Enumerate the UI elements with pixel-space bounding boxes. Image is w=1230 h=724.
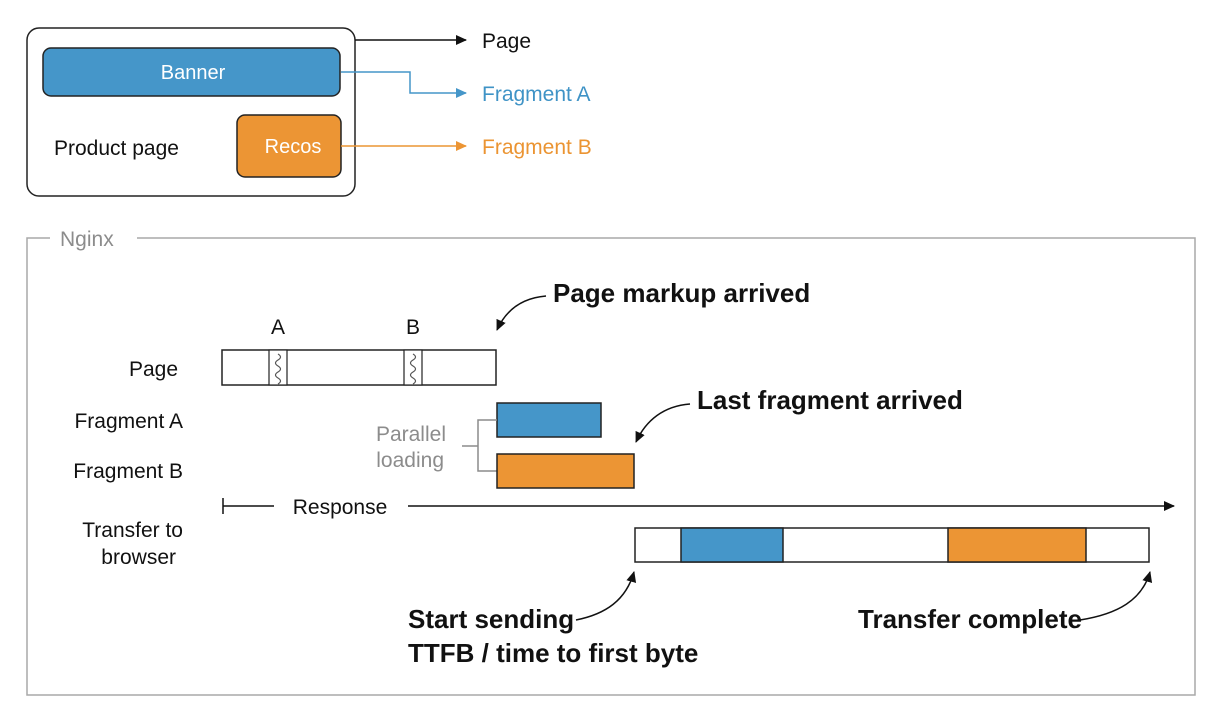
row-label-transfer-1: Transfer to: [82, 519, 183, 542]
placeholder-b: [403, 349, 423, 386]
placeholder-a: [268, 349, 288, 386]
parallel-loading-bracket: [462, 419, 497, 472]
banner-box: [42, 47, 341, 97]
page-bar: [221, 349, 497, 386]
row-label-fragment-b: Fragment B: [73, 460, 183, 483]
row-label-fragment-a: Fragment A: [74, 410, 183, 433]
fragment-a-arrow: [341, 71, 467, 98]
last-fragment-arrived-annotation: Last fragment arrived: [697, 385, 963, 415]
row-label-transfer-2: browser: [101, 546, 176, 569]
page-target-label: Page: [482, 30, 531, 53]
row-label-page: Page: [129, 358, 178, 381]
parallel-loading-label-1: Parallel: [376, 423, 446, 446]
placeholder-b-squiggle: [409, 353, 417, 385]
marker-b-label: B: [406, 316, 420, 339]
fragment-a-target-label: Fragment A: [482, 83, 591, 106]
transfer-complete-annotation: Transfer complete: [858, 604, 1082, 634]
fragment-a-bar: [496, 402, 602, 438]
transfer-segment-a: [680, 527, 784, 563]
start-sending-annotation: Start sending: [408, 604, 574, 634]
placeholder-a-squiggle: [274, 353, 282, 385]
page-markup-arrived-annotation: Page markup arrived: [553, 278, 810, 308]
parallel-loading-label-2: loading: [376, 449, 444, 472]
ttfb-annotation: TTFB / time to first byte: [408, 638, 698, 668]
nginx-frame: [26, 237, 1196, 696]
marker-a-label: A: [271, 316, 285, 339]
transfer-segment-b: [947, 527, 1087, 563]
nginx-title: Nginx: [60, 228, 114, 251]
last-fragment-pointer: [635, 403, 691, 443]
response-label: Response: [293, 496, 388, 519]
product-page-label: Product page: [54, 137, 179, 160]
page-markup-pointer: [496, 295, 547, 331]
fragment-b-target-label: Fragment B: [482, 136, 592, 159]
recos-label: Recos: [265, 136, 322, 158]
banner-label: Banner: [161, 62, 226, 84]
transfer-complete-pointer: [1079, 571, 1153, 621]
start-sending-pointer: [575, 571, 637, 621]
fragment-b-bar: [496, 453, 635, 489]
